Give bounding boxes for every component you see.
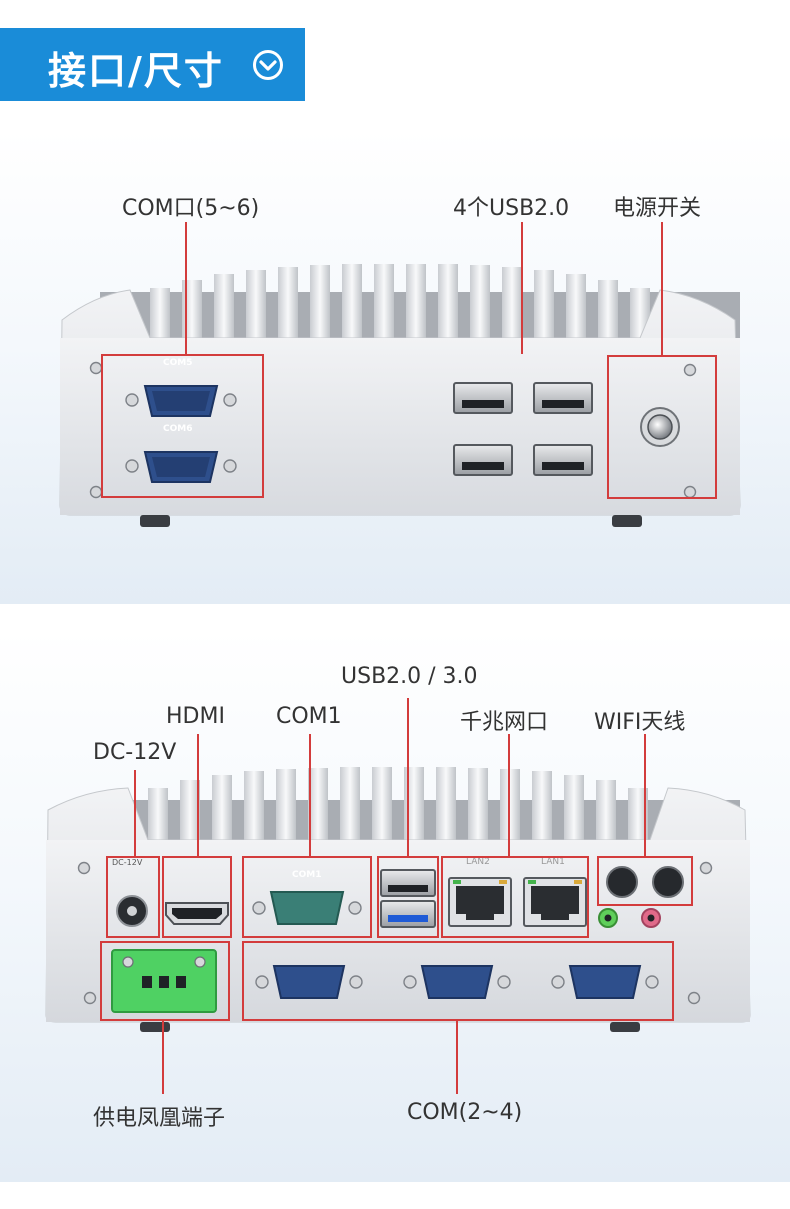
- callout-box-com5-6: [101, 354, 264, 498]
- hdmi-port: [165, 902, 229, 925]
- callout-line-com1: [309, 734, 311, 856]
- section-title: 接口/尺寸: [48, 49, 224, 93]
- label-com2-4: COM(2~4): [407, 1100, 523, 1125]
- dc-jack: [116, 895, 148, 927]
- mark-com1: COM1: [292, 870, 322, 880]
- callout-box-wifi: [597, 856, 693, 906]
- callout-box-com1: [242, 856, 372, 938]
- callout-line-com5-6: [185, 222, 187, 356]
- com5-port: [125, 385, 237, 417]
- callout-line-com2-4: [456, 1020, 458, 1094]
- callout-line-wifi: [644, 734, 646, 856]
- callout-box-com2-4: [242, 941, 674, 1021]
- mark-lan2: LAN2: [466, 857, 490, 867]
- callout-line-gigabit-lan: [508, 734, 510, 856]
- com6-port: [125, 451, 237, 483]
- phoenix-terminal: [111, 949, 217, 1013]
- label-com1: COM1: [276, 704, 342, 729]
- heatsink-fins: [100, 264, 740, 338]
- label-wifi-antenna: WIFI天线: [594, 710, 686, 735]
- callout-line-power: [661, 222, 663, 356]
- callout-line-hdmi: [197, 734, 199, 856]
- com2-port: [255, 965, 363, 999]
- com4-port: [551, 965, 659, 999]
- mark-dc-12v: DC-12V: [112, 858, 143, 867]
- lan-ports: [448, 877, 587, 927]
- callout-line-usb2-3: [407, 698, 409, 856]
- label-com5-6: COM口(5~6): [122, 196, 260, 221]
- callout-line-phoenix: [162, 1020, 164, 1094]
- audio-jacks: [598, 908, 661, 928]
- usb-ports-bottom: [380, 869, 436, 928]
- com1-port: [252, 891, 362, 925]
- callout-line-dc: [134, 770, 136, 856]
- wifi-antenna-ports: [606, 866, 684, 898]
- callout-box-dc: [106, 856, 160, 938]
- heatsink-fins-bottom: [90, 767, 740, 840]
- label-gigabit-lan: 千兆网口: [460, 710, 549, 735]
- mark-lan1: LAN1: [541, 857, 565, 867]
- power-button: [640, 407, 680, 447]
- callout-line-usb2: [521, 222, 523, 354]
- label-phoenix-terminal: 供电凤凰端子: [93, 1106, 226, 1131]
- chevron-down-circle-icon: [253, 50, 283, 80]
- section-header: 接口/尺寸: [0, 28, 305, 101]
- label-dc-12v: DC-12V: [93, 740, 177, 765]
- mark-com6: COM6: [163, 424, 193, 434]
- com3-port: [403, 965, 511, 999]
- label-usb2-3: USB2.0 / 3.0: [341, 664, 478, 689]
- callout-box-power: [607, 355, 717, 499]
- callout-box-hdmi: [162, 856, 232, 938]
- callout-box-phoenix: [100, 941, 230, 1021]
- device-illustration-top: [59, 264, 741, 527]
- label-hdmi: HDMI: [166, 704, 225, 729]
- callout-box-gigabit-lan: [441, 856, 589, 938]
- rear-panel-view-top: COM口(5~6) 4个USB2.0 电源开关 COM5 COM6: [0, 130, 790, 604]
- callout-box-usb2-3: [377, 856, 439, 938]
- label-power-switch: 电源开关: [613, 196, 702, 221]
- rear-panel-view-bottom: USB2.0 / 3.0 HDMI COM1 千兆网口 WIFI天线 DC-12…: [0, 630, 790, 1182]
- mark-com5: COM5: [163, 358, 193, 368]
- device-illustration-bottom: [45, 767, 751, 1032]
- label-usb2: 4个USB2.0: [453, 196, 570, 221]
